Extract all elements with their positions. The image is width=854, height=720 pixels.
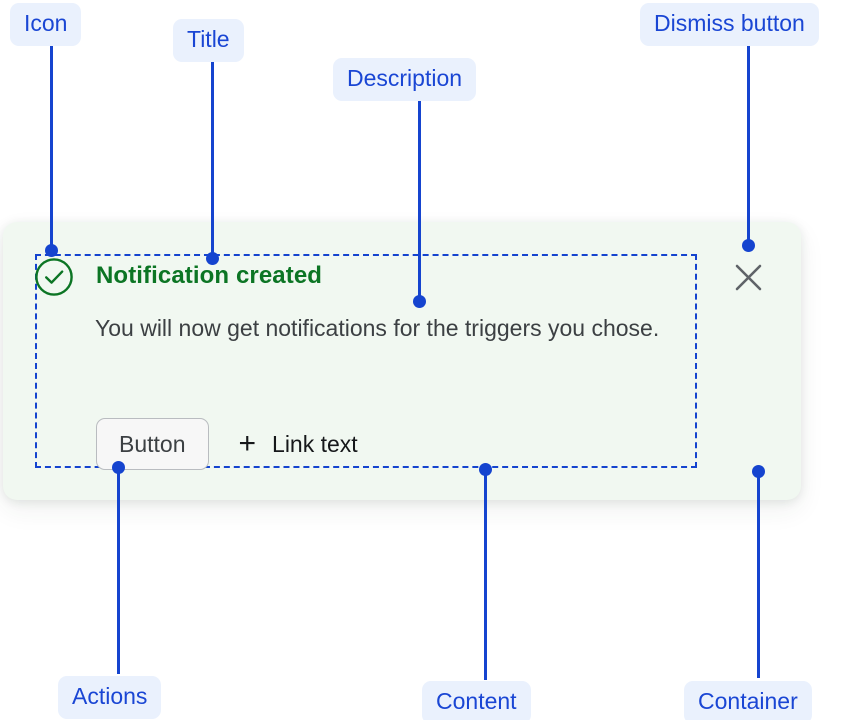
plus-icon: +	[238, 427, 257, 460]
leader-line-title	[211, 62, 214, 258]
annotation-label-icon: Icon	[10, 3, 82, 46]
leader-line-actions	[117, 466, 120, 674]
annotation-label-title: Title	[173, 19, 244, 62]
leader-dot-icon	[45, 244, 58, 257]
dismiss-button[interactable]	[732, 261, 765, 294]
leader-dot-description	[413, 295, 426, 308]
leader-line-content	[484, 468, 487, 680]
notification-description: You will now get notifications for the t…	[95, 315, 660, 341]
annotation-label-dismiss: Dismiss button	[640, 3, 819, 46]
close-x-icon	[735, 264, 762, 291]
leader-dot-content	[479, 463, 492, 476]
leader-line-container	[757, 470, 760, 678]
notification-title: Notification created	[96, 262, 323, 289]
annotation-label-actions: Actions	[58, 676, 162, 719]
success-check-circle-icon	[34, 257, 74, 297]
link-text[interactable]: Link text	[272, 430, 358, 457]
leader-dot-dismiss	[742, 239, 755, 252]
leader-dot-actions	[112, 461, 125, 474]
leader-line-icon	[50, 45, 53, 250]
leader-dot-container	[752, 465, 765, 478]
leader-dot-title	[206, 252, 219, 265]
leader-line-dismiss	[747, 45, 750, 245]
link-action-group[interactable]: + Link text	[239, 429, 358, 459]
notification-actions: Button + Link text	[96, 418, 358, 470]
annotation-label-container: Container	[684, 681, 812, 720]
leader-line-description	[418, 101, 421, 301]
annotation-label-content: Content	[422, 681, 531, 720]
annotation-label-description: Description	[333, 58, 477, 101]
